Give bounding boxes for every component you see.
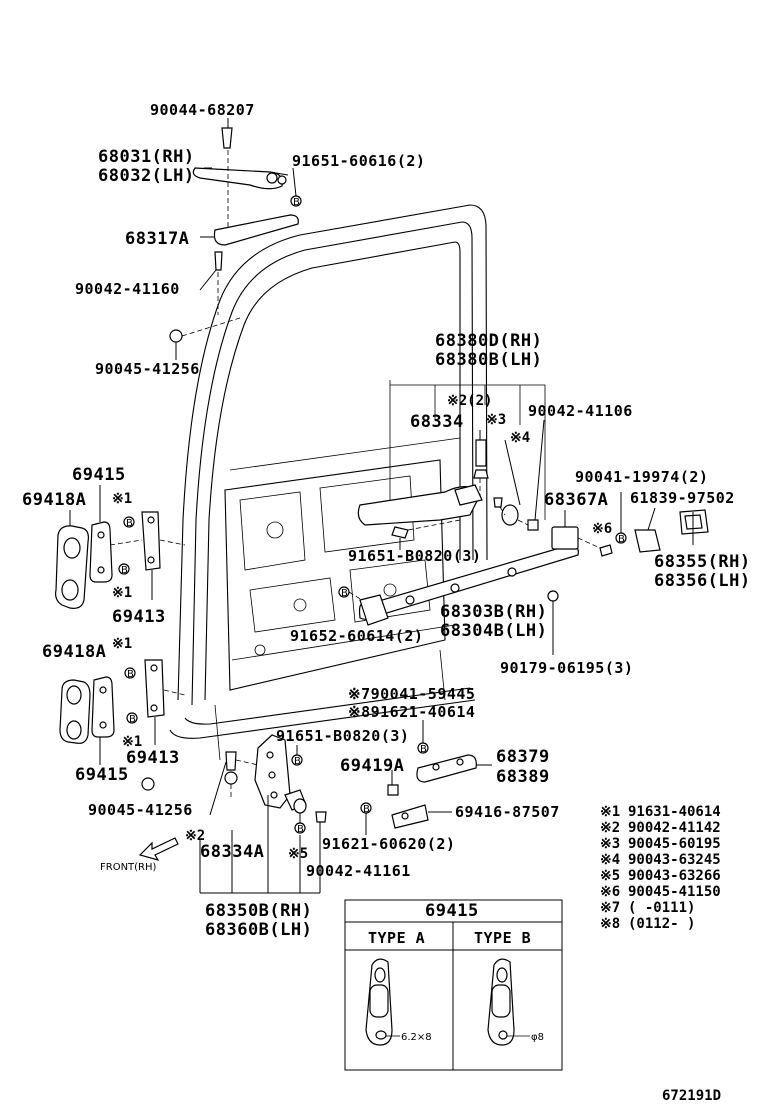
bolt-mark: B <box>297 824 304 835</box>
front-rh-label: FRONT(RH) <box>100 862 157 873</box>
legend-part-number: 90045-60195 <box>628 836 721 852</box>
legend-part-number: ( -0111) <box>628 900 695 916</box>
legend-mark: ※1 <box>600 804 620 820</box>
label-69418a-upper: 69418A <box>22 490 86 510</box>
center-hinge-assembly <box>357 380 546 550</box>
label-68360b: 68360B(LH) <box>205 920 312 940</box>
label-61839-97502: 61839-97502 <box>630 489 735 507</box>
note-5: ※5 <box>288 846 308 862</box>
legend-part-number: 90043-63245 <box>628 852 721 868</box>
roller-stopper-parts: B <box>551 492 709 557</box>
upper-hinge-assembly: B <box>169 118 302 360</box>
bolt-mark: B <box>363 804 370 815</box>
note-6: ※6 <box>592 521 612 537</box>
inset-type-a: TYPE A <box>368 929 425 947</box>
upper-stay-brackets: B B <box>55 485 186 609</box>
label-90041-59445: ※790041-59445 <box>348 685 475 703</box>
label-90041-19974: 90041-19974(2) <box>575 468 708 486</box>
label-69419a: 69419A <box>340 756 404 776</box>
bolt-mark: B <box>420 744 427 755</box>
label-91651-b0820-a: 91651-B0820(3) <box>348 547 481 565</box>
dim-type-a: 6.2×8 <box>401 1032 432 1043</box>
label-90042-41161: 90042-41161 <box>306 862 411 880</box>
label-90045-41256-upper: 90045-41256 <box>95 360 200 378</box>
label-69416-87507: 69416-87507 <box>455 803 560 821</box>
callout-labels: 90044-68207 68031(RH) 68032(LH) 91651-60… <box>22 101 751 940</box>
bolt-mark: B <box>618 534 625 545</box>
legend-part-number: 91631-40614 <box>628 804 721 820</box>
label-91651-b0820-b: 91651-B0820(3) <box>276 727 409 745</box>
footnote-legend: ※1 91631-40614 ※2 90042-41142 ※3 90045-60195 ※… <box>600 804 721 932</box>
legend-part-number: 90043-63266 <box>628 868 721 884</box>
front-direction-arrow <box>138 837 179 861</box>
bolt-mark: B <box>126 518 133 529</box>
legend-mark: ※7 <box>600 900 620 916</box>
note-2-b: ※2 <box>185 828 205 844</box>
bolt-mark: B <box>341 588 348 599</box>
label-68389: 68389 <box>496 767 550 787</box>
legend-mark: ※6 <box>600 884 620 900</box>
label-91621-40614: ※891621-40614 <box>348 703 475 721</box>
center-rail: B <box>338 544 579 655</box>
note-3: ※3 <box>486 412 506 428</box>
note-1-b: ※1 <box>112 585 132 601</box>
label-69418a-lower: 69418A <box>42 642 106 662</box>
inset-title: 69415 <box>425 901 479 921</box>
label-68380b: 68380B(LH) <box>435 350 542 370</box>
bolt-mark: B <box>129 714 136 725</box>
label-90044-68207: 90044-68207 <box>150 101 255 119</box>
label-68334a: 68334A <box>200 842 264 862</box>
legend-mark: ※5 <box>600 868 620 884</box>
note-1-d: ※1 <box>122 734 142 750</box>
label-68380d: 68380D(RH) <box>435 331 542 351</box>
bolt-mark: B <box>294 756 301 767</box>
door-check-link: B B <box>360 720 492 835</box>
label-69415-upper: 69415 <box>72 465 126 485</box>
label-68367a: 68367A <box>544 490 608 510</box>
label-68303b: 68303B(RH) <box>440 602 547 622</box>
door-panel-outline <box>169 204 488 761</box>
legend-part-number: 90045-41150 <box>628 884 721 900</box>
note-4: ※4 <box>510 430 530 446</box>
label-68031: 68031(RH) <box>98 147 195 167</box>
legend-mark: ※3 <box>600 836 620 852</box>
lower-stay-brackets: B B <box>59 659 186 765</box>
label-91621-60620: 91621-60620(2) <box>322 835 455 853</box>
label-68356: 68356(LH) <box>654 571 751 591</box>
note-1-a: ※1 <box>112 491 132 507</box>
legend-part-number: (0112- ) <box>628 916 695 932</box>
inset-type-b: TYPE B <box>474 929 531 947</box>
label-68304b: 68304B(LH) <box>440 621 547 641</box>
legend-mark: ※2 <box>600 820 620 836</box>
label-68317a: 68317A <box>125 229 189 249</box>
bolt-mark: B <box>293 197 300 208</box>
inset-69415-types: 69415 TYPE A TYPE B 6.2×8 φ8 <box>344 899 563 1071</box>
diagram-id: 672191D <box>662 1088 721 1104</box>
legend-mark: ※4 <box>600 852 620 868</box>
label-68032: 68032(LH) <box>98 166 195 186</box>
label-90045-41256-lower: 90045-41256 <box>88 801 193 819</box>
label-69413-upper: 69413 <box>112 607 166 627</box>
legend-part-number: 90042-41142 <box>628 820 721 836</box>
label-91651-60616: 91651-60616(2) <box>292 152 425 170</box>
label-69415-lower: 69415 <box>75 765 129 785</box>
lower-hinge-assembly: B B <box>141 734 327 894</box>
label-69413-lower: 69413 <box>126 748 180 768</box>
label-68379: 68379 <box>496 747 550 767</box>
label-68350b: 68350B(RH) <box>205 901 312 921</box>
note-2-qty2: ※2(2) <box>447 393 492 409</box>
label-90179-06195: 90179-06195(3) <box>500 659 633 677</box>
label-68355: 68355(RH) <box>654 552 751 572</box>
note-1-c: ※1 <box>112 636 132 652</box>
label-91652-60614: 91652-60614(2) <box>290 627 423 645</box>
label-90042-41160: 90042-41160 <box>75 280 180 298</box>
label-90042-41106: 90042-41106 <box>528 402 633 420</box>
bolt-mark: B <box>127 669 134 680</box>
bolt-mark: B <box>121 565 128 576</box>
dim-type-b: φ8 <box>531 1032 544 1043</box>
legend-mark: ※8 <box>600 916 620 932</box>
label-68334: 68334 <box>410 412 464 432</box>
